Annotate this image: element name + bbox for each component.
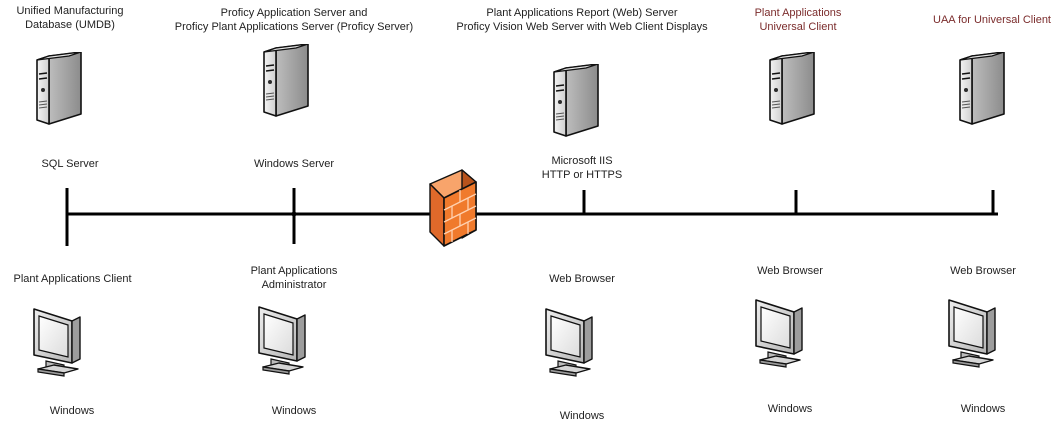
client-title: Web Browser (757, 265, 823, 277)
client-caption: Windows (49, 405, 95, 417)
server-caption: Windows Server (253, 158, 335, 170)
server-caption: Microsoft IIS HTTP or HTTPS (541, 155, 623, 181)
server-title: Unified Manufacturing Database (UMDB) (16, 5, 124, 31)
server-icon (959, 52, 1005, 125)
server-title: UAA for Universal Client (933, 14, 1051, 26)
client-title: Plant Applications Client (13, 273, 132, 285)
client-title: Web Browser (950, 265, 1016, 277)
server-title: Plant Applications Universal Client (754, 7, 842, 33)
server-caption: SQL Server (41, 158, 99, 170)
server-title: Plant Applications Report (Web) Server P… (456, 7, 708, 33)
server-title: Proficy Application Server and Proficy P… (174, 7, 414, 33)
server-icon (769, 52, 815, 125)
client-caption: Windows (559, 410, 605, 422)
client-caption: Windows (767, 403, 813, 415)
server-icon (36, 52, 82, 125)
client-caption: Windows (960, 403, 1006, 415)
monitor-icon (258, 306, 306, 375)
monitor-icon (948, 299, 996, 368)
monitor-icon (755, 299, 803, 368)
server-icon (263, 44, 309, 117)
client-title: Web Browser (549, 273, 615, 285)
monitor-icon (545, 308, 593, 377)
server-icon (553, 64, 599, 137)
monitor-icon (33, 308, 81, 377)
firewall-icon (429, 169, 477, 247)
client-title: Plant Applications Administrator (250, 265, 338, 291)
client-caption: Windows (271, 405, 317, 417)
